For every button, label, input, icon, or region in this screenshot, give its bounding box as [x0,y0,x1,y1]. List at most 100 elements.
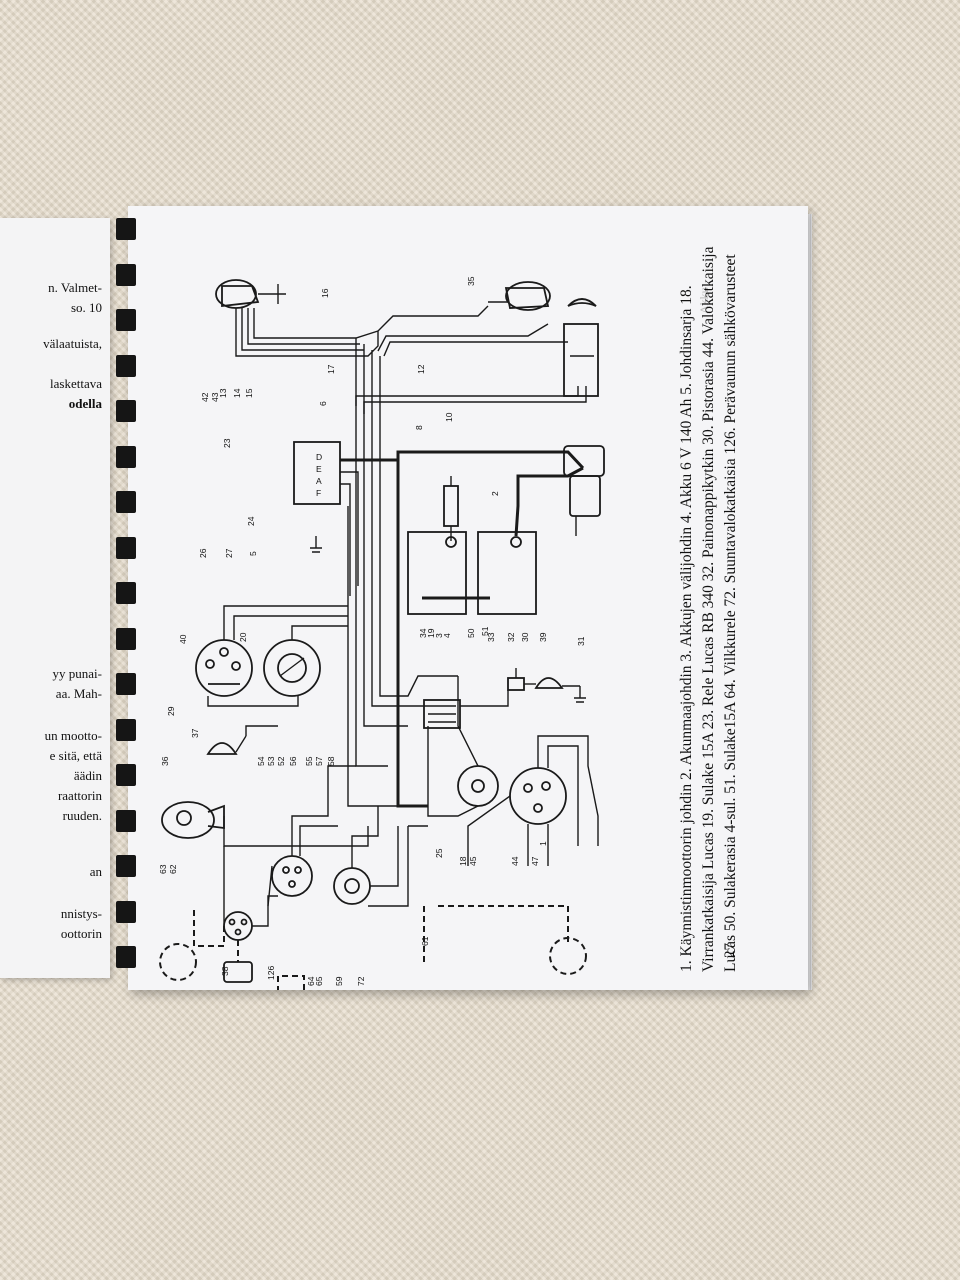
left-page-text-line: un mootto- [44,728,102,743]
diagram-label: 25 [434,848,444,858]
diagram-label: 2 [490,491,500,496]
diagram-label: 4 [442,633,452,638]
diagram-label: 56 [288,756,298,766]
diagram-label: 37 [190,728,200,738]
right-page: Akku [128,206,808,990]
binding-ring [116,855,136,877]
diagram-label: 38 [220,966,230,976]
diagram-label: 13 [218,388,228,398]
diagram-label: 5 [248,551,258,556]
binding-ring [116,764,136,786]
svg-text:D: D [316,452,322,462]
binding-ring [116,946,136,968]
binding-ring [116,354,136,377]
left-page-text-line: ruuden. [62,808,102,823]
binding-ring [116,218,136,240]
diagram-label: 1 [538,841,548,846]
diagram-label: 58 [326,756,336,766]
binding-ring [116,718,136,741]
diagram-label: 45 [468,856,478,866]
spiral-binding [104,210,144,1000]
caption-line-2: Virrankatkaisija Lucas 19. Sulake 15A 23… [700,246,717,972]
diagram-label: 43 [210,392,220,402]
rear-light [206,735,247,755]
left-page-text-line: nnistys- [60,906,102,921]
diagram-label: 29 [166,706,176,716]
diagram-label: 34 [418,628,428,638]
diagram-label: 62 [168,864,178,874]
diagram-label: 53 [266,756,276,766]
diagram-label: 40 [178,634,188,644]
diagram-label: 23 [222,438,232,448]
marker-lamp-right [549,937,587,975]
diagram-label: 126 [266,966,276,980]
diagram-label: 51 [480,626,490,636]
diagram-label: 47 [530,856,540,866]
diagram-label: 26 [198,548,208,558]
diagram-label: 16 [320,288,330,298]
diagram-label: 36 [160,756,170,766]
binding-ring [116,900,136,923]
diagram-label: 20 [238,632,248,642]
left-page-text-line: e sitä, että [49,748,102,763]
diagram-label: 44 [510,856,520,866]
battery-1 [407,531,467,615]
left-page: 26 n. Valmet-so. 10välaatuista,laskettav… [0,218,110,978]
diagram-label: 63 [158,864,168,874]
diagram-label: 32 [506,632,516,642]
diagram-label: 27 [224,548,234,558]
diagram-label: 10 [444,412,454,422]
diagram-label: 65 [314,976,324,986]
diagram-label: 18 [458,856,468,866]
binding-ring [116,809,136,832]
diagram-label: 12 [416,364,426,374]
diagram-label: 17 [326,364,336,374]
binding-ring [116,263,136,286]
diagram-label: 35 [466,276,476,286]
battery-2 [477,531,537,615]
left-page-text-line: yy punai- [52,666,102,681]
fuse-box [423,699,461,729]
diagram-label: 54 [256,756,266,766]
left-page-text-line: laskettava [50,376,102,391]
binding-ring [116,582,136,604]
binding-ring [116,309,136,331]
diagram-label: 61 [420,936,430,946]
diagram-label: 24 [246,516,256,526]
left-page-text-line: äädin [73,768,102,783]
diagram-label: 64 [306,976,316,986]
diagram-label: 19 [426,628,436,638]
diagram-label: 8 [414,425,424,430]
work-light [534,677,580,689]
diagram-label: 57 [314,756,324,766]
diagram-label: 15 [244,388,254,398]
left-page-text-line: odella [68,396,102,411]
caption-block: 1. Käynnistinmoottorin johdin 2. Akunmaa… [128,206,808,990]
left-page-text-line: oottorin [60,926,102,941]
diagram-label: 55 [304,756,314,766]
left-page-text-line: raattorin [57,788,102,803]
binding-ring [116,445,136,468]
diagram-label: 39 [538,632,548,642]
trailer-plug [223,961,253,983]
diagram-label: 33 [486,632,496,642]
svg-text:F: F [316,488,321,498]
binding-ring [116,400,136,422]
diagram-label: 31 [576,636,586,646]
diagram-label: 6 [318,401,328,406]
right-page-number: 27 [722,943,738,958]
diagram-label: 14 [232,388,242,398]
left-page-text-line: aa. Mah- [55,686,102,701]
diagram-label: 30 [520,632,530,642]
diagram-label: 50 [466,628,476,638]
left-page-text-line: an [89,864,102,879]
diagram-label: 42 [200,392,210,402]
left-page-text-line: so. 10 [70,300,102,315]
diagram-label: 52 [276,756,286,766]
diagram-label: 3 [434,633,444,638]
binding-ring [116,673,136,695]
left-page-text-line: n. Valmet- [48,280,102,295]
